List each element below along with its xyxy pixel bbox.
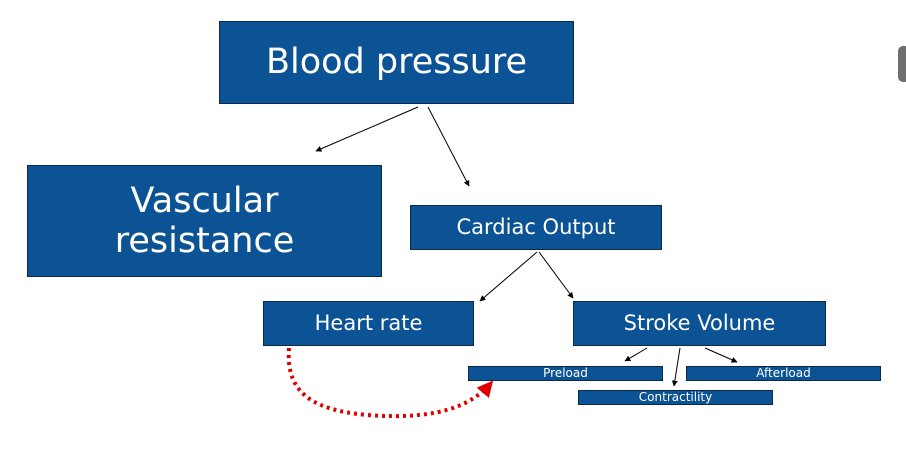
side-panel-tab[interactable]	[898, 46, 906, 82]
arrow-sv-to-contractility	[671, 347, 681, 387]
arrow-co-to-heart-rate	[479, 251, 538, 302]
arrow-bp-to-vascular-resistance	[315, 106, 419, 152]
node-contractility: Contractility	[578, 390, 773, 405]
arrow-sv-to-afterload	[704, 347, 738, 363]
node-heart-rate: Heart rate	[263, 301, 474, 346]
node-preload: Preload	[468, 366, 663, 381]
node-cardiac-output: Cardiac Output	[410, 205, 662, 250]
arrow-co-to-stroke-volume	[538, 251, 574, 299]
arrow-bp-to-cardiac-output	[427, 106, 470, 187]
node-afterload: Afterload	[686, 366, 881, 381]
node-stroke-volume: Stroke Volume	[573, 301, 826, 346]
node-vascular-resistance-label: Vascular resistance	[114, 180, 295, 261]
node-heart-rate-label: Heart rate	[314, 311, 423, 336]
influence-arrow-heart-rate-to-preload	[286, 347, 494, 419]
node-vascular-resistance: Vascular resistance	[27, 165, 382, 277]
arrow-sv-to-preload	[624, 347, 648, 362]
node-contractility-label: Contractility	[638, 389, 713, 404]
node-preload-label: Preload	[543, 365, 588, 380]
node-stroke-volume-label: Stroke Volume	[623, 311, 776, 336]
node-afterload-label: Afterload	[756, 365, 811, 380]
node-cardiac-output-label: Cardiac Output	[456, 215, 616, 240]
node-blood-pressure: Blood pressure	[219, 21, 574, 104]
node-blood-pressure-label: Blood pressure	[265, 42, 528, 83]
